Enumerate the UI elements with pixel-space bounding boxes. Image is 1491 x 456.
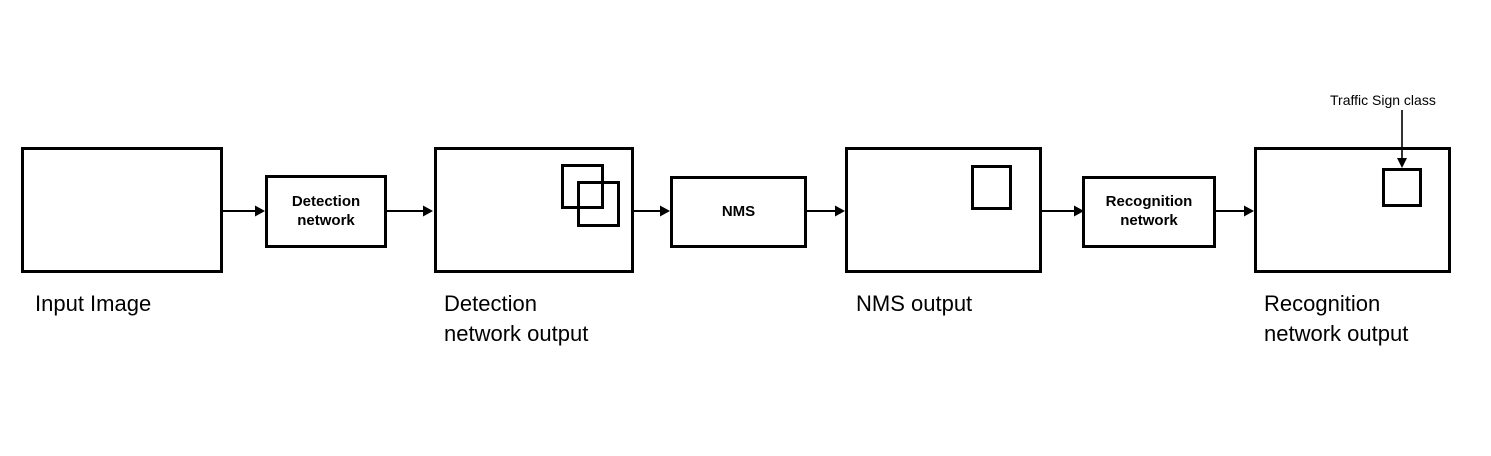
- nms-box: NMS: [670, 176, 807, 248]
- input-image-caption: Input Image: [35, 291, 152, 316]
- arrow-detection-to-detection-output: [387, 203, 435, 219]
- arrow-nms-output-to-recognition: [1042, 203, 1086, 219]
- detection-output-bbox-1: [561, 164, 604, 209]
- recognition-output-frame: [1254, 147, 1451, 273]
- detection-network-box: Detection network: [265, 175, 387, 248]
- detection-output-caption: Detection network output: [444, 291, 589, 347]
- arrow-input-to-detection: [223, 203, 267, 219]
- nms-output-caption: NMS output: [856, 291, 973, 316]
- detection-output-bbox-2: [577, 181, 620, 227]
- recognition-network-label-line1: Recognition: [1105, 193, 1193, 211]
- recognition-network-box: Recognition network: [1082, 176, 1216, 248]
- detection-network-label-line2: network: [297, 211, 355, 229]
- detection-network-label-line1: Detection: [291, 192, 361, 210]
- arrow-nms-to-nms-output: [807, 203, 847, 219]
- arrow-detection-output-to-nms: [634, 203, 672, 219]
- recognition-network-label-line2: network: [1120, 212, 1178, 229]
- detection-output-frame: [434, 147, 634, 273]
- recognition-output-caption: Recognition network output: [1264, 291, 1409, 347]
- arrow-recognition-to-recognition-output: [1216, 203, 1256, 219]
- recognition-output-bbox: [1382, 168, 1422, 207]
- traffic-sign-class-annotation-label: Traffic Sign class: [1330, 92, 1436, 108]
- input-image-frame: [21, 147, 223, 273]
- nms-output-bbox: [971, 165, 1012, 210]
- nms-label: NMS: [721, 202, 756, 220]
- nms-output-frame: [845, 147, 1042, 273]
